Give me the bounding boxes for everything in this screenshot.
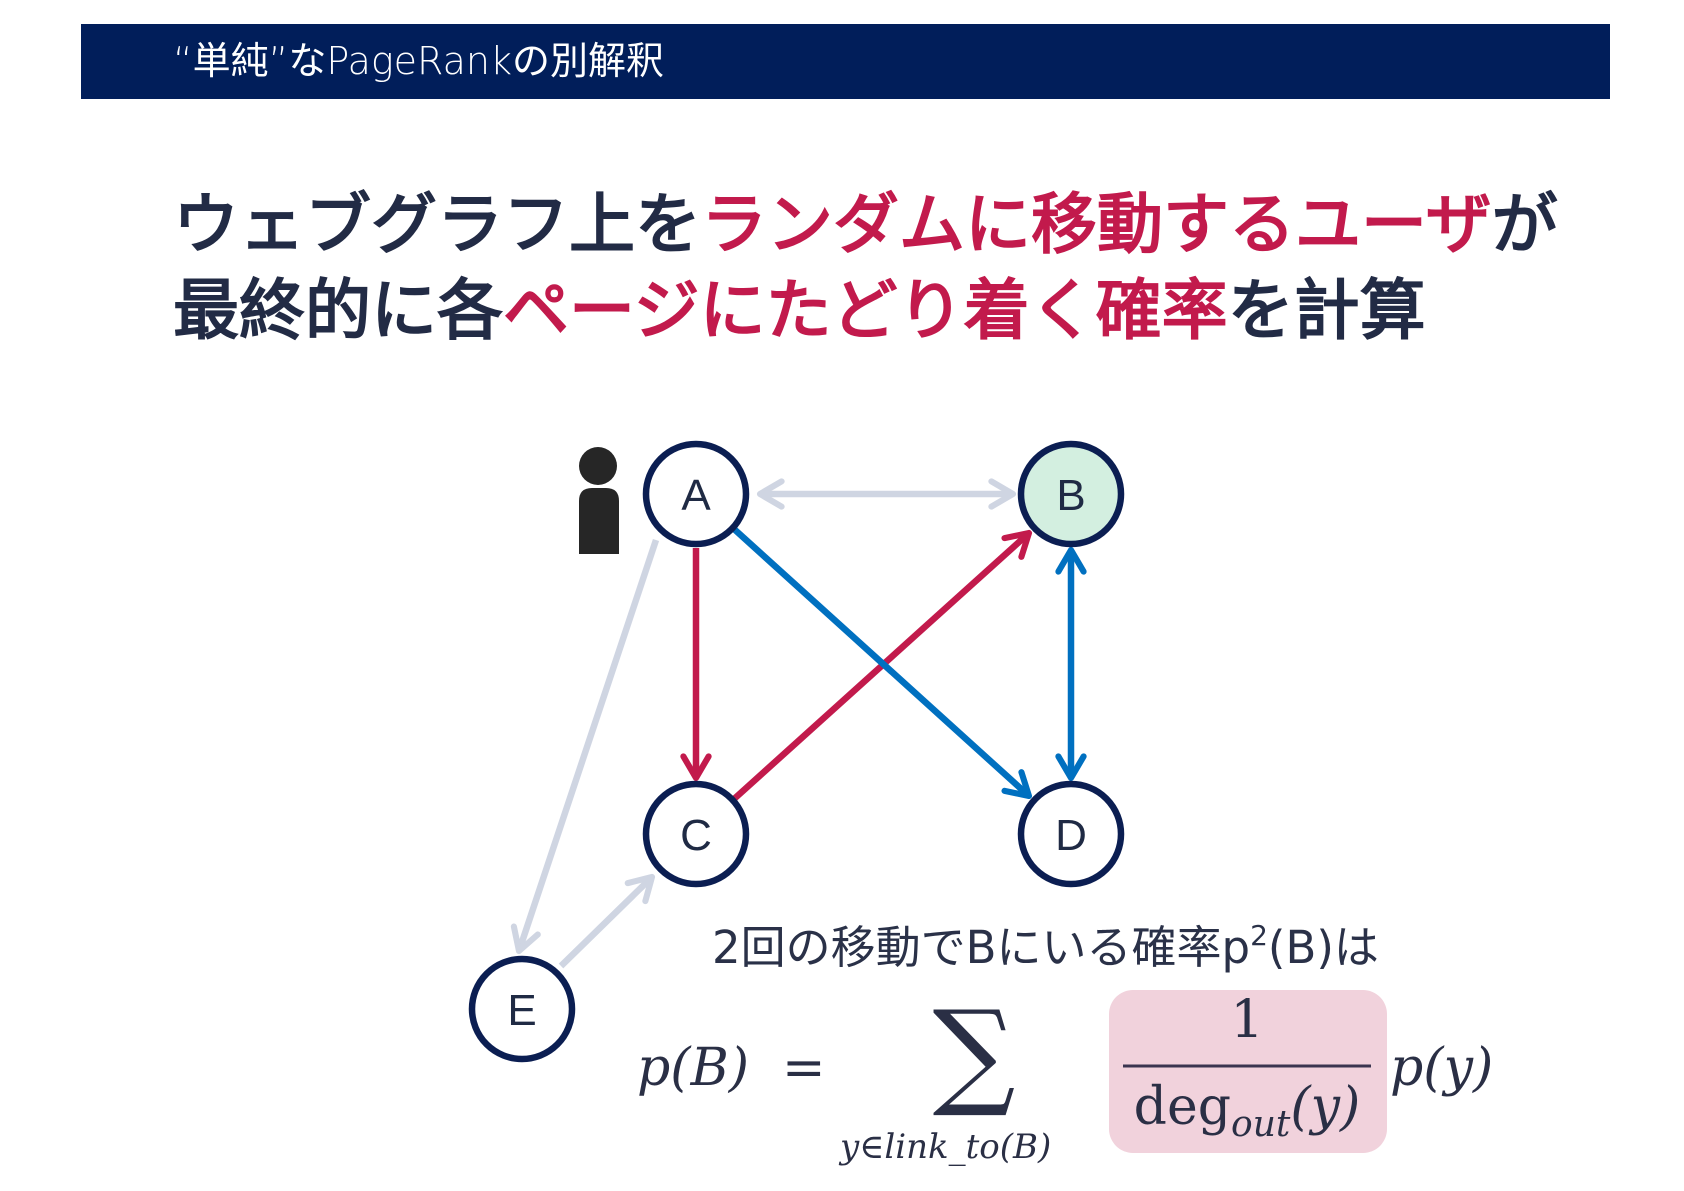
- node-a-circle: [642, 440, 750, 548]
- node-b: B: [1017, 440, 1125, 548]
- node-d: D: [1017, 780, 1125, 888]
- slide-heading: ウェブグラフ上をランダムに移動するユーザが 最終的に各ページにたどり着く確率を計…: [173, 182, 1558, 354]
- heading-segment: 最終的に各: [173, 272, 503, 349]
- person-icon: [579, 447, 619, 554]
- denominator-subscript: out: [1231, 1104, 1291, 1145]
- heading-segment: ウェブグラフ上を: [173, 186, 701, 263]
- heading-segment: が: [1491, 186, 1558, 263]
- denominator-argument: (y): [1290, 1077, 1360, 1137]
- graph-edges: [510, 478, 1087, 969]
- node-b-circle: [1017, 440, 1125, 548]
- heading-segment: を計算: [1227, 272, 1426, 349]
- node-c-label: C: [680, 811, 712, 860]
- node-d-label: D: [1055, 811, 1087, 860]
- heading-emphasis: ページにたどり着く確率: [503, 272, 1228, 349]
- fraction-denominator: degout(y): [1134, 1077, 1361, 1145]
- header-bar: “単純”なPageRankの別解釈: [81, 24, 1610, 99]
- fraction-highlight: [1109, 990, 1387, 1153]
- node-a-label: A: [681, 471, 711, 520]
- caption-text: 2回の移動でBにいる確率p: [712, 921, 1250, 974]
- edge-a-e: [510, 538, 660, 955]
- node-e-label: E: [507, 986, 536, 1035]
- probability-caption: 2回の移動でBにいる確率p2(B)は: [712, 919, 1379, 974]
- node-e: E: [468, 955, 576, 1063]
- edge-e-c: [558, 873, 656, 969]
- header-title: “単純”なPageRankの別解釈: [173, 39, 664, 83]
- fraction-numerator: 1: [1230, 990, 1263, 1050]
- node-b-label: B: [1056, 471, 1085, 520]
- heading-emphasis: ランダムに移動するユーザ: [701, 186, 1492, 263]
- caption-suffix: (B)は: [1268, 921, 1379, 974]
- formula-lhs: p(B): [637, 1038, 749, 1098]
- graph-nodes: A B C D E: [468, 440, 1125, 1063]
- node-c: C: [642, 780, 750, 888]
- node-c-circle: [642, 780, 750, 888]
- pagerank-formula: p(B) = ∑ y∈link_to(B) 1 degout(y) p(y): [637, 986, 1493, 1167]
- formula-equals: =: [782, 1038, 826, 1098]
- node-d-circle: [1017, 780, 1125, 888]
- person-body: [579, 488, 619, 554]
- formula-sum-subscript: y∈link_to(B): [838, 1127, 1051, 1167]
- person-head: [579, 447, 617, 485]
- edge-a-d: [731, 526, 1033, 800]
- caption-superscript: 2: [1250, 919, 1268, 952]
- heading-line-1: ウェブグラフ上をランダムに移動するユーザが: [173, 182, 1558, 268]
- formula-sum-symbol: ∑: [933, 986, 1016, 1121]
- node-a: A: [642, 440, 750, 548]
- formula-rhs: p(y): [1390, 1038, 1493, 1098]
- heading-line-2: 最終的に各ページにたどり着く確率を計算: [173, 268, 1558, 354]
- denominator-base: deg: [1134, 1077, 1231, 1137]
- node-e-circle: [468, 955, 576, 1063]
